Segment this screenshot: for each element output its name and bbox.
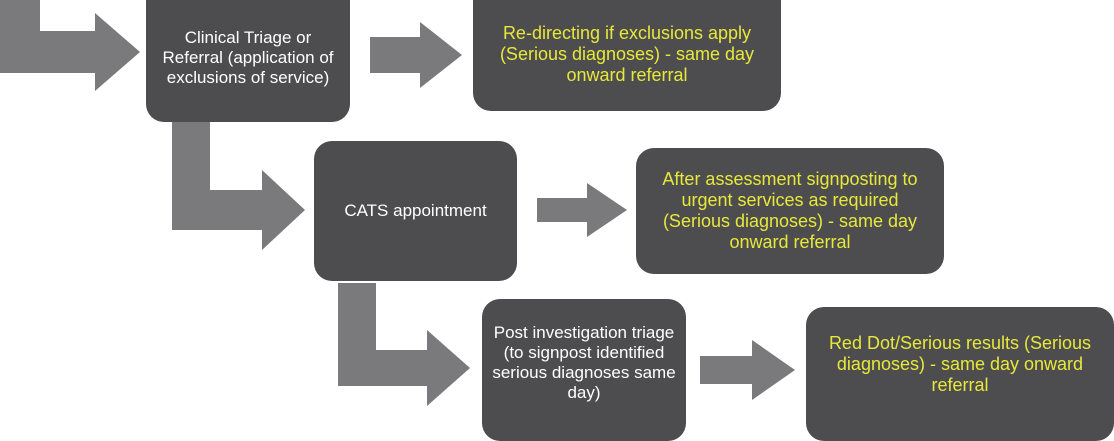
clinical-triage-box: Clinical Triage or Referral (application… (146, 0, 350, 122)
redirecting-box: Re-directing if exclusions apply (Seriou… (473, 0, 781, 111)
arrow-entry (0, 0, 140, 91)
arrow-cats-to-assessment (537, 183, 627, 237)
arrow-post-to-reddot (700, 340, 795, 400)
redirecting-text: Re-directing if exclusions apply (Seriou… (499, 23, 755, 85)
cats-appointment-box: CATS appointment (314, 141, 517, 281)
post-investigation-box: Post investigation triage (to signpost i… (482, 299, 686, 441)
flow-arrows (0, 0, 795, 406)
arrow-triage-to-cats (172, 122, 305, 250)
cats-appointment-text: CATS appointment (344, 201, 487, 220)
red-dot-text: Red Dot/Serious results (Serious diagnos… (828, 332, 1092, 395)
clinical-triage-text: Clinical Triage or Referral (application… (162, 28, 334, 87)
after-assessment-box: After assessment signposting to urgent s… (636, 148, 944, 274)
arrow-triage-to-redirect (370, 22, 462, 88)
arrow-cats-to-post (338, 283, 470, 406)
after-assessment-text: After assessment signposting to urgent s… (662, 169, 918, 252)
post-investigation-text: Post investigation triage (to signpost i… (492, 323, 676, 402)
red-dot-box: Red Dot/Serious results (Serious diagnos… (806, 307, 1114, 441)
